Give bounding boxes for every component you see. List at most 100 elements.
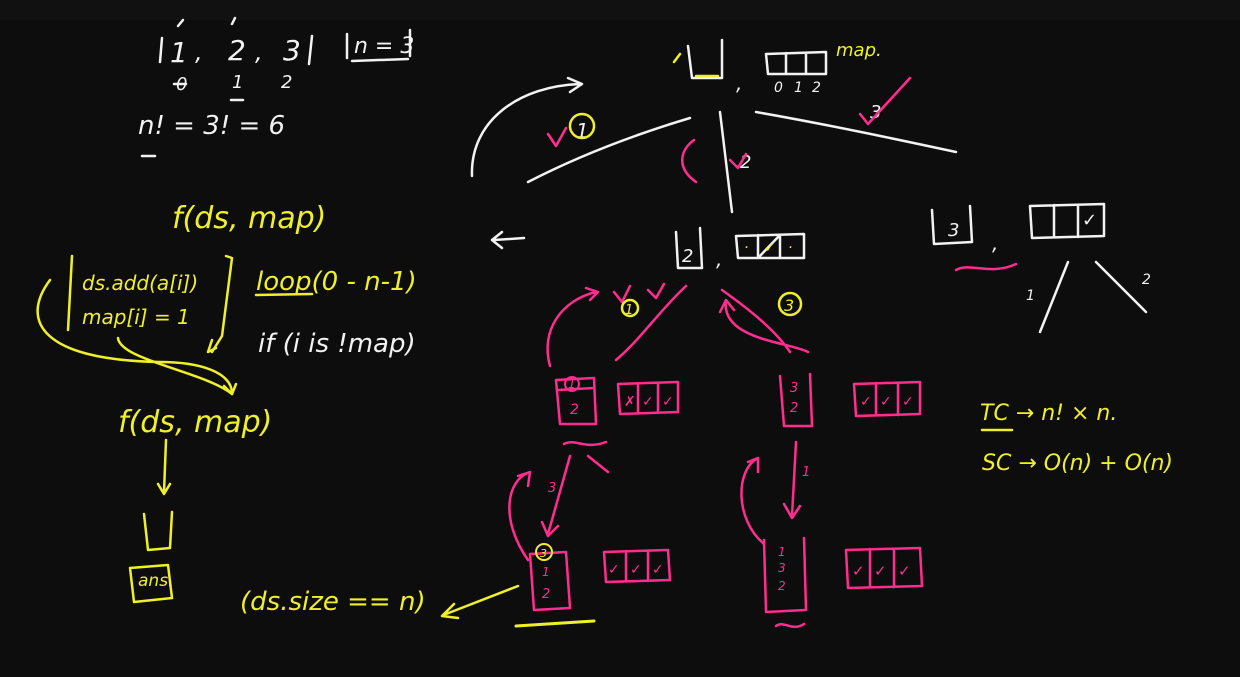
leaf-dash [586, 454, 610, 474]
comma: , [992, 231, 998, 255]
branch-middle [718, 110, 734, 214]
array-bracket-right-stroke [307, 34, 314, 66]
squiggle [562, 440, 608, 447]
circle-marker [620, 298, 640, 318]
add-statement: ds.add(a[i]) [82, 271, 198, 295]
comma: , [716, 247, 722, 271]
right-ds-container [930, 204, 974, 246]
array-underlines [172, 82, 245, 102]
root-comma: , [736, 71, 742, 95]
circle-marker [568, 112, 596, 140]
right-box-map-0: ✓ [860, 394, 872, 410]
leaf-right-map [844, 546, 924, 590]
magenta-check [546, 126, 568, 148]
branch-right [754, 110, 958, 154]
magenta-subtree [508, 282, 924, 629]
left-box-map-2: ✓ [662, 394, 674, 410]
leaf-left-ds-3: 2 [542, 587, 550, 602]
mid-map-2: · [788, 240, 792, 256]
mark-map-statement: map[i] = 1 [82, 305, 190, 329]
root-map-box [764, 50, 828, 76]
mid-map-box [734, 232, 806, 260]
code-block-bracket [66, 254, 74, 332]
squiggle [954, 262, 1018, 272]
array-notes [140, 16, 412, 158]
right-subtree-label-2: 2 [1142, 272, 1151, 288]
array-comma-2: , [255, 38, 263, 66]
factorial-label: n! = 3! = 6 [138, 111, 285, 141]
leaf-left-ds [528, 550, 572, 612]
root-branches [470, 76, 958, 250]
n-equals-label: n = 3 [354, 34, 414, 59]
left-box-ds-2: 2 [570, 402, 579, 418]
magenta-check [728, 152, 748, 170]
branch-label-1: 1 [576, 119, 589, 143]
recursion-arrow-top [470, 76, 584, 178]
magenta-check [858, 76, 912, 126]
sub-branch-label-1: 1 [625, 303, 633, 318]
left-box-map-1: ✓ [642, 394, 654, 410]
root-map-idx-2: 2 [812, 80, 821, 96]
code-block-brace [210, 254, 234, 354]
leaf-right-ds-2: 3 [778, 561, 786, 575]
base-case-label: (ds.size == n) [240, 587, 426, 617]
code-strokes [36, 254, 520, 620]
leaf-left-map-0: ✓ [608, 562, 620, 578]
root-ds-container [686, 38, 724, 80]
array-val-1: 1 [170, 36, 188, 69]
leaf-right-map-2: ✓ [898, 562, 911, 580]
leaf-right-ds-1: 1 [778, 545, 786, 559]
right-map-2: ✓ [1082, 210, 1097, 231]
magenta-checks [612, 282, 666, 304]
circle-marker [564, 376, 580, 392]
down-arrow [156, 438, 172, 496]
right-subtree-label-1: 1 [1026, 288, 1035, 304]
mid-map-0: · [744, 240, 748, 256]
space-complexity: SC → O(n) + O(n) [982, 451, 1173, 476]
array-idx-0: 0 [176, 74, 187, 95]
left-box-map [616, 380, 680, 416]
ans-container [142, 510, 174, 552]
array-val-3: 3 [283, 34, 301, 67]
array-bracket-left-stroke [158, 36, 164, 64]
right-box-map-1: ✓ [880, 394, 892, 410]
leaf-arrow-left [540, 454, 572, 538]
n-box-bars [345, 28, 412, 60]
branch-label-2: 2 [740, 152, 751, 173]
leaf-edge-label-3: 3 [548, 481, 556, 496]
right-box-ds-2: 2 [790, 401, 798, 416]
root-map-label: map. [836, 40, 882, 61]
sub-branch-left [614, 284, 688, 362]
circle-marker [777, 291, 803, 317]
leaf-left-ds-1: 3 [540, 547, 547, 560]
right-map-box [1028, 202, 1106, 240]
left-box-map-0: ✗ [624, 394, 636, 410]
array-comma-1: , [195, 38, 203, 66]
loop-back-arrow [36, 278, 234, 394]
sub-recurse-arrow-left [546, 286, 600, 368]
circle-marker [535, 543, 553, 561]
branch-label-3: 3 [870, 102, 881, 123]
tick-marks [176, 16, 237, 28]
yellow-underline [514, 619, 596, 628]
sub-recurse-arrow-right [718, 298, 810, 354]
branch-left [526, 116, 692, 184]
right-box-ds-1: 3 [790, 381, 798, 396]
array-idx-2: 2 [281, 72, 292, 93]
root-map-idx-0: 0 [774, 80, 783, 96]
base-case-arrow [440, 584, 520, 620]
ans-label: ans. [138, 571, 173, 591]
right-box-ds [778, 372, 814, 428]
ans-box [128, 563, 174, 604]
leaf-arrow-right [782, 440, 802, 520]
top-bar [0, 0, 1240, 20]
sub-branch-label-3: 3 [784, 296, 794, 315]
right-box-map [852, 380, 922, 418]
right-node [930, 202, 1148, 334]
mid-ds-container [674, 226, 704, 270]
leaf-recurse-right [740, 456, 766, 546]
squiggle [774, 622, 806, 629]
map-curve [116, 336, 234, 396]
